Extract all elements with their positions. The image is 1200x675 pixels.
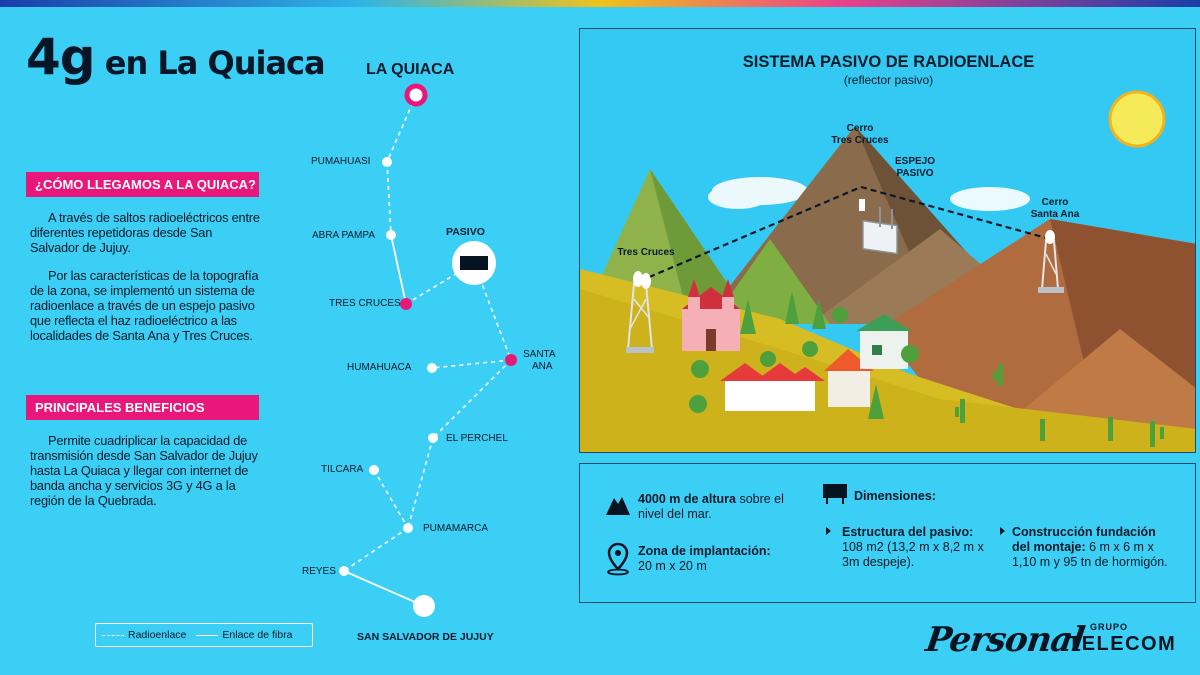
title-4g: 4g [26,28,96,86]
cacti [955,364,1164,447]
mirror-structure-icon [823,484,847,504]
church-icon [682,279,740,351]
chevron-right-icon [1000,527,1005,535]
location-pin-icon [607,542,629,576]
zona-text: Zona de implantación:20 m x 20 m [638,544,808,574]
section-how-p1: A través de saltos radioeléctricos entre… [30,210,260,255]
grupo-telecom-logo: TELECOM [1068,633,1177,655]
scene-subtitle: (reflector pasivo) [843,73,934,87]
tres-cruces-label: TRES CRUCES [329,298,401,309]
estructura-bold: Estructura del pasivo: [842,525,974,539]
dashed-line-icon [102,634,124,636]
tower-tres-cruces-icon [626,271,654,353]
cerro-tres-cruces-label: Cerro Tres Cruces [820,123,900,147]
san-salvador-label: SAN SALVADOR DE JUJUY [357,631,494,643]
passive-mirror-icon [859,199,898,255]
tilcara-node [369,465,379,475]
estructura-rest: 108 m2 (13,2 m x 8,2 m x 3m despeje). [842,540,984,569]
reyes-label: REYES [302,566,336,577]
tres-cruces-scene-label: Tres Cruces [617,247,675,258]
construccion-rest: 6 m x 6 m x 1,10 m y 95 tn de hormigón. [1012,540,1168,569]
tres-cruces-node [400,298,412,310]
pumamarca-node [403,523,413,533]
abra-pampa-node [386,230,396,240]
legend-radio-label: Radioenlace [128,629,187,641]
landscape-drawing [580,90,1195,452]
section-benefits-text: Permite cuadriplicar la capacidad de tra… [30,433,260,521]
espejo-pasivo-label: ESPEJO PASIVO [880,156,950,180]
altura-rest: sobre el nivel del mar. [638,492,784,521]
section-how-text: A través de saltos radioeléctricos entre… [30,210,260,356]
solid-line-icon [196,634,219,636]
legend-fiber-label: Enlace de fibra [222,629,293,641]
trees [689,291,919,419]
page-title: 4g en La Quiaca [26,28,326,86]
construccion-text: Construcción fundación del montaje: 6 m … [1012,525,1177,570]
el-perchel-label: EL PERCHEL [446,433,508,444]
sun-icon [1108,90,1166,148]
tower-santa-ana-icon [1038,230,1064,293]
houses-icon [720,314,912,411]
zona-bold: Zona de implantación: [638,544,771,558]
abra-pampa-label: ABRA PAMPA [312,230,375,241]
pumahuasi-node [382,157,392,167]
construccion-bold: Construcción fundación del montaje: [1012,525,1156,554]
dimensiones-heading: Dimensiones: [854,489,936,503]
espejo-line2: PASIVO [896,168,934,179]
altura-bold: 4000 m de altura [638,492,736,506]
info-box: 4000 m de altura sobre el nivel del mar.… [579,463,1196,603]
zona-rest: 20 m x 20 m [638,559,707,573]
personal-logo: Personal [923,620,1087,660]
top-color-bar [0,0,1200,7]
cerro-santa-ana-line2: Santa Ana [1030,209,1080,220]
tilcara-label: TILCARA [321,464,364,475]
chevron-right-icon [826,527,831,535]
section-how-heading: ¿CÓMO LLEGAMOS A LA QUIACA? [26,172,259,197]
la-quiaca-node [404,83,428,107]
humahuaca-node [427,363,437,373]
santa-ana-node [505,354,517,366]
el-perchel-node [428,433,438,443]
cerro-santa-ana-label: Cerro Santa Ana [1020,197,1090,221]
pasivo-label: PASIVO [446,226,485,238]
pumahuasi-label: PUMAHUASI [311,156,371,167]
title-rest: en La Quiaca [94,44,326,82]
mountain-icon [606,497,630,515]
cerro-tres-cruces-line2: Tres Cruces [831,135,889,146]
espejo-line1: ESPEJO [894,156,936,167]
passive-system-illustration: SISTEMA PASIVO DE RADIOENLACE (reflector… [579,28,1196,453]
mirror-icon [460,256,488,270]
scene-title: SISTEMA PASIVO DE RADIOENLACE [742,53,1035,71]
cerro-santa-ana-line1: Cerro [1041,197,1069,208]
la-quiaca-label: LA QUIACA [366,61,455,78]
humahuaca-label: HUMAHUACA [347,362,412,373]
santa-ana-label-1: SANTA [523,349,556,360]
altura-text: 4000 m de altura sobre el nivel del mar. [638,492,808,522]
estructura-text: Estructura del pasivo:108 m2 (13,2 m x 8… [842,525,992,570]
map-legend: Radioenlace Enlace de fibra [95,623,313,647]
pumamarca-label: PUMAMARCA [423,523,489,534]
reyes-node [339,566,349,576]
section-benefits-p1: Permite cuadriplicar la capacidad de tra… [30,433,258,508]
santa-ana-label: SANTA ANA [523,349,556,373]
route-map [339,83,517,617]
section-how-p2: Por las características de la topografía… [30,268,259,343]
section-benefits-heading: PRINCIPALES BENEFICIOS [26,395,259,420]
cerro-tres-cruces-line1: Cerro [846,123,874,134]
san-salvador-node [413,595,435,617]
santa-ana-label-2: ANA [532,361,553,372]
grupo-telecom-logo-top: GRUPO [1090,622,1129,632]
